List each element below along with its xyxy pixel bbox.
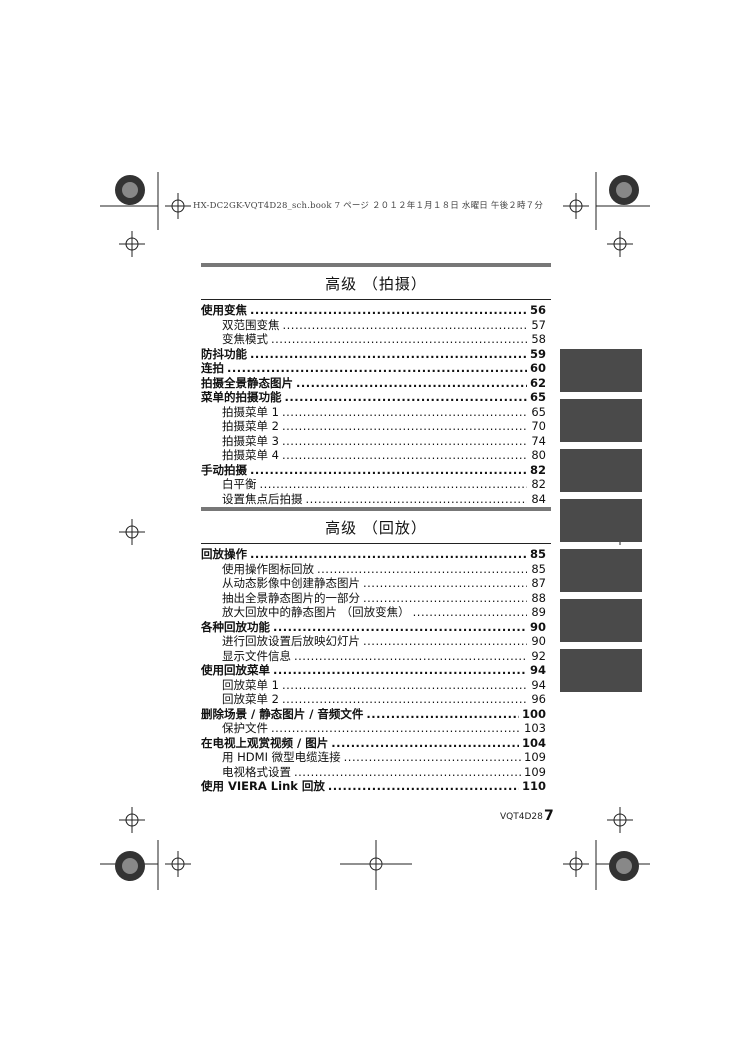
toc-entry[interactable]: 拍摄菜单 270	[201, 419, 546, 434]
toc-entry[interactable]: 显示文件信息92	[201, 649, 546, 664]
toc-entry[interactable]: 使用 VIERA Link 回放110	[201, 779, 546, 794]
toc-entry[interactable]: 各种回放功能90	[201, 620, 546, 635]
chapter-tab[interactable]	[560, 649, 642, 692]
section-title: 高级 （回放）	[325, 519, 427, 537]
book-info-line: HX-DC2GK-VQT4D28_sch.book 7 ページ ２０１２年１月１…	[193, 201, 544, 211]
chapter-tab[interactable]	[560, 449, 642, 492]
doc-code: VQT4D28	[500, 812, 543, 822]
toc-entry[interactable]: 在电视上观赏视频 / 图片104	[201, 736, 546, 751]
section-header-shooting: 高级 （拍摄）	[201, 263, 551, 300]
toc-entry[interactable]: 防抖功能59	[201, 347, 546, 362]
toc-entry[interactable]: 使用回放菜单94	[201, 663, 546, 678]
toc-entry[interactable]: 手动拍摄82	[201, 463, 546, 478]
section-rule	[201, 543, 551, 544]
page-number: 7	[544, 808, 554, 824]
toc-list-shooting: 使用变焦56 双范围变焦57 变焦模式58 防抖功能59 连拍60 拍摄全景静态…	[201, 303, 546, 506]
toc-entry[interactable]: 使用变焦56	[201, 303, 546, 318]
chapter-tab[interactable]	[560, 549, 642, 592]
toc-entry[interactable]: 抽出全景静态图片的一部分88	[201, 591, 546, 606]
toc-entry[interactable]: 设置焦点后拍摄84	[201, 492, 546, 507]
toc-entry[interactable]: 拍摄菜单 480	[201, 448, 546, 463]
toc-entry[interactable]: 删除场景 / 静态图片 / 音频文件100	[201, 707, 546, 722]
chapter-tab[interactable]	[560, 399, 642, 442]
section-header-playback: 高级 （回放）	[201, 507, 551, 544]
toc-entry[interactable]: 拍摄菜单 165	[201, 405, 546, 420]
toc-entry[interactable]: 菜单的拍摄功能65	[201, 390, 546, 405]
toc-entry[interactable]: 变焦模式58	[201, 332, 546, 347]
toc-entry[interactable]: 电视格式设置109	[201, 765, 546, 780]
toc-list-playback: 回放操作85 使用操作图标回放85 从动态影像中创建静态图片87 抽出全景静态图…	[201, 547, 546, 794]
toc-entry[interactable]: 白平衡82	[201, 477, 546, 492]
chapter-tab[interactable]	[560, 599, 642, 642]
section-title: 高级 （拍摄）	[325, 275, 427, 293]
section-bar	[201, 263, 551, 267]
toc-entry[interactable]: 回放操作85	[201, 547, 546, 562]
toc-entry[interactable]: 从动态影像中创建静态图片87	[201, 576, 546, 591]
toc-entry[interactable]: 用 HDMI 微型电缆连接109	[201, 750, 546, 765]
section-rule	[201, 299, 551, 300]
chapter-tab-active[interactable]	[560, 499, 642, 542]
toc-entry[interactable]: 回放菜单 194	[201, 678, 546, 693]
toc-entry[interactable]: 双范围变焦57	[201, 318, 546, 333]
toc-entry[interactable]: 拍摄全景静态图片62	[201, 376, 546, 391]
toc-entry[interactable]: 放大回放中的静态图片 （回放变焦）89	[201, 605, 546, 620]
toc-entry[interactable]: 保护文件103	[201, 721, 546, 736]
toc-entry[interactable]: 使用操作图标回放85	[201, 562, 546, 577]
chapter-tab[interactable]	[560, 349, 642, 392]
toc-entry[interactable]: 连拍60	[201, 361, 546, 376]
toc-entry[interactable]: 回放菜单 296	[201, 692, 546, 707]
toc-entry[interactable]: 进行回放设置后放映幻灯片90	[201, 634, 546, 649]
toc-entry[interactable]: 拍摄菜单 374	[201, 434, 546, 449]
section-bar	[201, 507, 551, 511]
